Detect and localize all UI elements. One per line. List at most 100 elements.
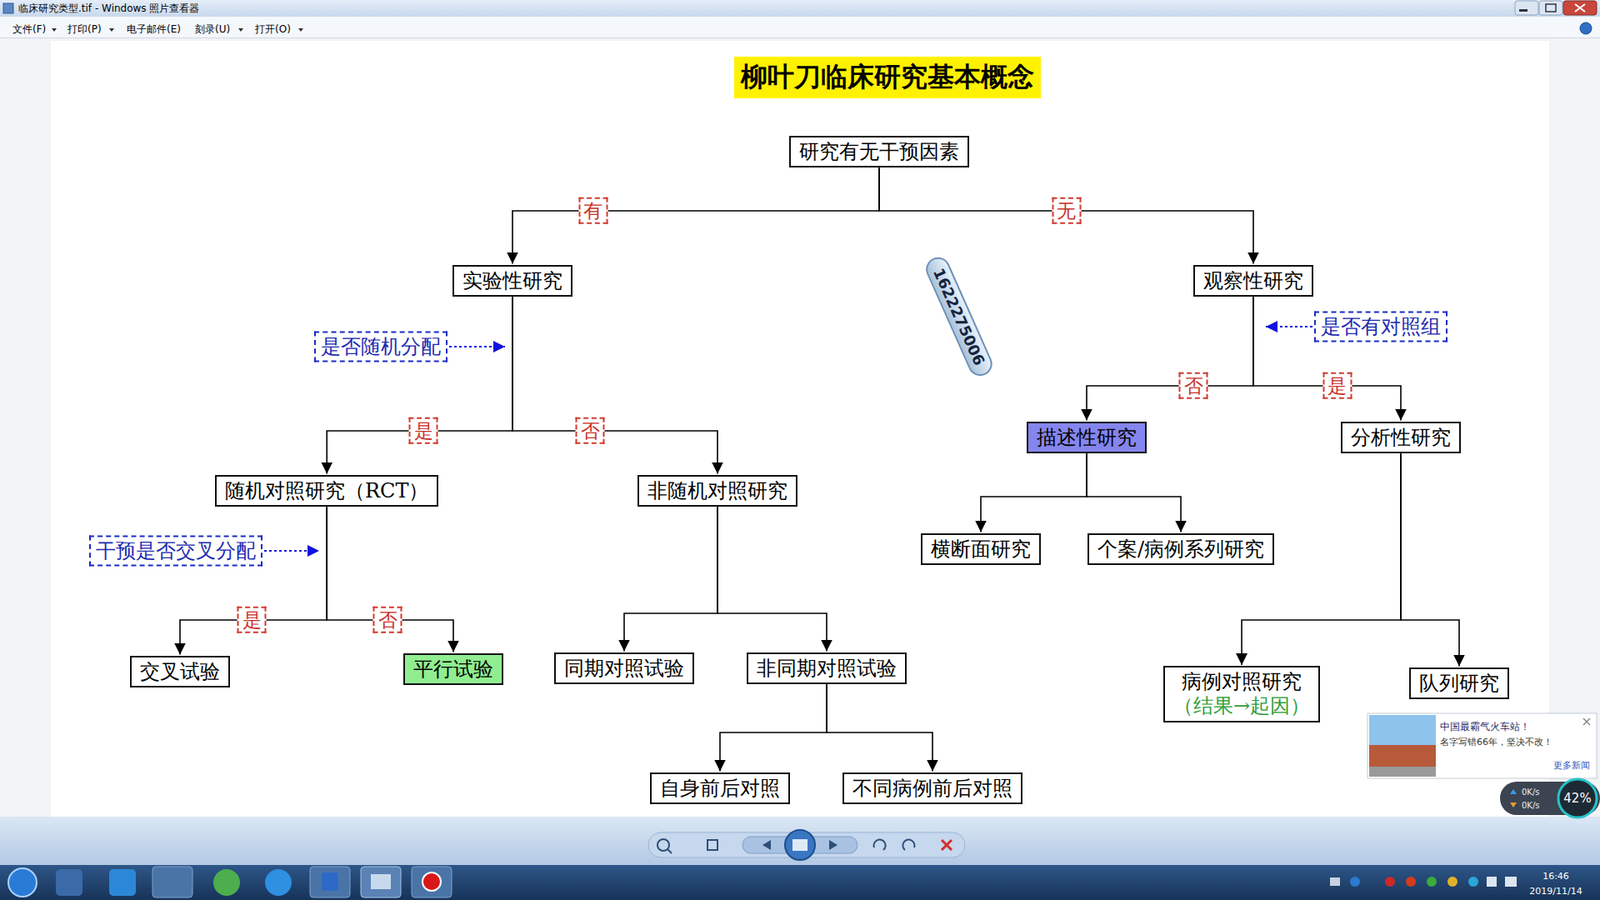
dropdown-arrow (238, 28, 244, 32)
box-text: 实验性研究 (462, 269, 563, 294)
news-photo (1369, 745, 1436, 767)
process-box: 同期对照试验 (554, 652, 695, 685)
popup-close (1583, 718, 1590, 725)
menu-item: 电子邮件(E) (126, 22, 181, 37)
box-text: 非随机对照研究 (647, 479, 788, 504)
branch-label: 是 (237, 606, 267, 634)
process-box: 研究有无干预因素 (789, 135, 970, 169)
minimize-glyph (1519, 9, 1528, 12)
callout-box: 是否随机分配 (314, 331, 448, 363)
news-subline: 名字写错66年，坚决不改！ (1440, 735, 1553, 749)
connector-arrow (1086, 296, 1254, 420)
process-box: 非随机对照研究 (637, 475, 798, 508)
tray-icon (1486, 876, 1497, 887)
taskbar-icon (360, 866, 401, 898)
maximize-button (1539, 0, 1563, 15)
branch-label: 否 (1179, 372, 1209, 400)
news-photo (1369, 715, 1436, 777)
menu-item: 刻录(U) (195, 22, 230, 37)
taskbar-icon (310, 866, 350, 898)
taskbar-icon (213, 869, 240, 896)
process-box: 实验性研究 (452, 265, 573, 298)
callout-box: 干预是否交叉分配 (89, 535, 263, 567)
connector-arrow (1086, 453, 1181, 532)
connector-arrow (326, 506, 454, 652)
window-title: 临床研究类型.tif - Windows 照片查看器 (18, 1, 200, 16)
taskbar-icon (321, 872, 339, 891)
box-text: 病例对照研究 (1173, 670, 1310, 695)
news-popup (1367, 713, 1597, 779)
memory-ring (1558, 779, 1597, 818)
process-box: 描述性研究 (1026, 421, 1147, 455)
process-box: 队列研究 (1409, 667, 1510, 700)
box-text: 不同病例前后对照 (852, 776, 1013, 801)
connector-arrow (980, 453, 1087, 532)
taskbar-icon (152, 866, 193, 898)
tray-icon (1468, 876, 1479, 887)
box-text: 横断面研究 (930, 537, 1031, 562)
box-text: 自身前后对照 (660, 776, 780, 801)
news-photo (1369, 766, 1436, 777)
app-icon (3, 3, 14, 14)
process-box: 交叉试验 (130, 655, 230, 689)
menu-item: 文件(F) (12, 22, 46, 37)
branch-label: 是 (1322, 372, 1352, 400)
clock-date: 2019/11/14 (1529, 885, 1582, 897)
taskbar-icon (55, 869, 83, 896)
box-subtext: （结果→起因） (1173, 694, 1310, 719)
viewer-ground (0, 38, 1600, 817)
box-text: 非同期对照试验 (756, 656, 897, 681)
slideshow-button (785, 830, 815, 860)
branch-label: 有 (578, 197, 608, 225)
connector-arrow (720, 684, 827, 771)
taskbar-icon (422, 872, 441, 891)
start-orb (8, 868, 37, 897)
tray-icon (1330, 877, 1340, 886)
callout-arrow (449, 345, 505, 348)
callout-arrow (264, 550, 320, 552)
taskbar-icon (370, 874, 391, 890)
title-bar (0, 0, 1600, 17)
box-text: 队列研究 (1419, 671, 1500, 696)
connector-arrow (180, 506, 327, 655)
close-button (1563, 0, 1597, 15)
callout-arrow (1265, 325, 1313, 328)
prev-icon (762, 840, 771, 850)
delete-icon (941, 840, 952, 850)
process-box: 自身前后对照 (650, 772, 790, 805)
branch-label: 否 (575, 417, 605, 445)
tray-icon (1350, 876, 1360, 887)
process-box: 随机对照研究（RCT） (215, 475, 439, 508)
connector-arrow (624, 506, 718, 651)
connector-arrow (717, 506, 827, 651)
menu-border (0, 37, 1600, 39)
box-text: 同期对照试验 (564, 656, 685, 681)
net-speed: 0K/s (1521, 787, 1540, 797)
menu-bar (0, 16, 1600, 39)
news-headline: 中国最霸气火车站！ (1440, 720, 1530, 735)
process-box: 横断面研究 (920, 533, 1041, 566)
taskbar (0, 865, 1600, 900)
box-text: 描述性研究 (1036, 425, 1137, 450)
watermark-sticker: 1622275006 (922, 253, 997, 380)
process-box: 个案/病例系列研究 (1087, 533, 1275, 566)
tray-icon (1505, 876, 1517, 887)
tray-icon (1385, 876, 1395, 887)
zoom-icon (657, 839, 670, 851)
box-text: 平行试验 (413, 657, 494, 682)
box-text: 观察性研究 (1203, 269, 1304, 294)
memory-percent: 42% (1563, 790, 1591, 806)
rotate-icon (874, 840, 886, 850)
maximize-glyph (1545, 4, 1556, 12)
connector-arrow (1400, 453, 1460, 666)
process-box: 非同期对照试验 (746, 652, 907, 685)
box-text: 交叉试验 (140, 660, 220, 685)
taskbar-icon (109, 869, 136, 896)
upload-icon (1510, 789, 1517, 795)
connector-arrow (512, 296, 718, 474)
process-box: 观察性研究 (1193, 265, 1314, 298)
menu-item: 打开(O) (255, 22, 291, 37)
download-icon (1510, 802, 1517, 808)
process-box: 病例对照研究（结果→起因） (1163, 665, 1320, 723)
